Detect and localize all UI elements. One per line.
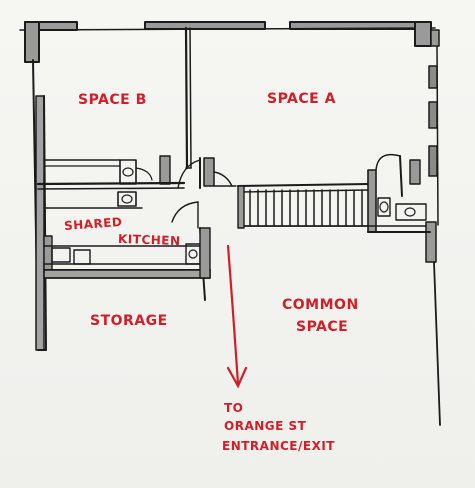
arrow-down-icon (226, 366, 248, 389)
entrance-arrow-shaft (226, 244, 240, 386)
label-space-a: SPACE A (267, 91, 336, 107)
central-doors (171, 157, 237, 229)
left-wall (32, 59, 47, 351)
dividing-wall-a-b (184, 26, 192, 170)
right-wall (425, 45, 441, 426)
label-storage: STORAGE (90, 313, 168, 329)
corner-post-top-left (24, 21, 40, 63)
space-a-bath (367, 153, 431, 233)
label-to: TO (224, 401, 244, 415)
kitchen-north-wall (36, 181, 186, 209)
label-common-line2: SPACE (296, 319, 349, 335)
label-entrance-exit: ENTRANCE/EXIT (222, 439, 335, 453)
kitchen-counter (43, 235, 211, 279)
top-wall (19, 21, 436, 31)
label-orange-st: ORANGE ST (224, 419, 307, 433)
label-kitchen: KITCHEN (117, 231, 181, 249)
corner-post-top-right (414, 21, 432, 47)
entrance-arrow (226, 244, 248, 389)
space-b-bath (43, 155, 171, 185)
label-common-line1: COMMON (282, 297, 359, 313)
label-space-b: SPACE B (78, 92, 147, 108)
hatched-corridor (237, 183, 369, 229)
storage-east-wall (199, 227, 211, 301)
